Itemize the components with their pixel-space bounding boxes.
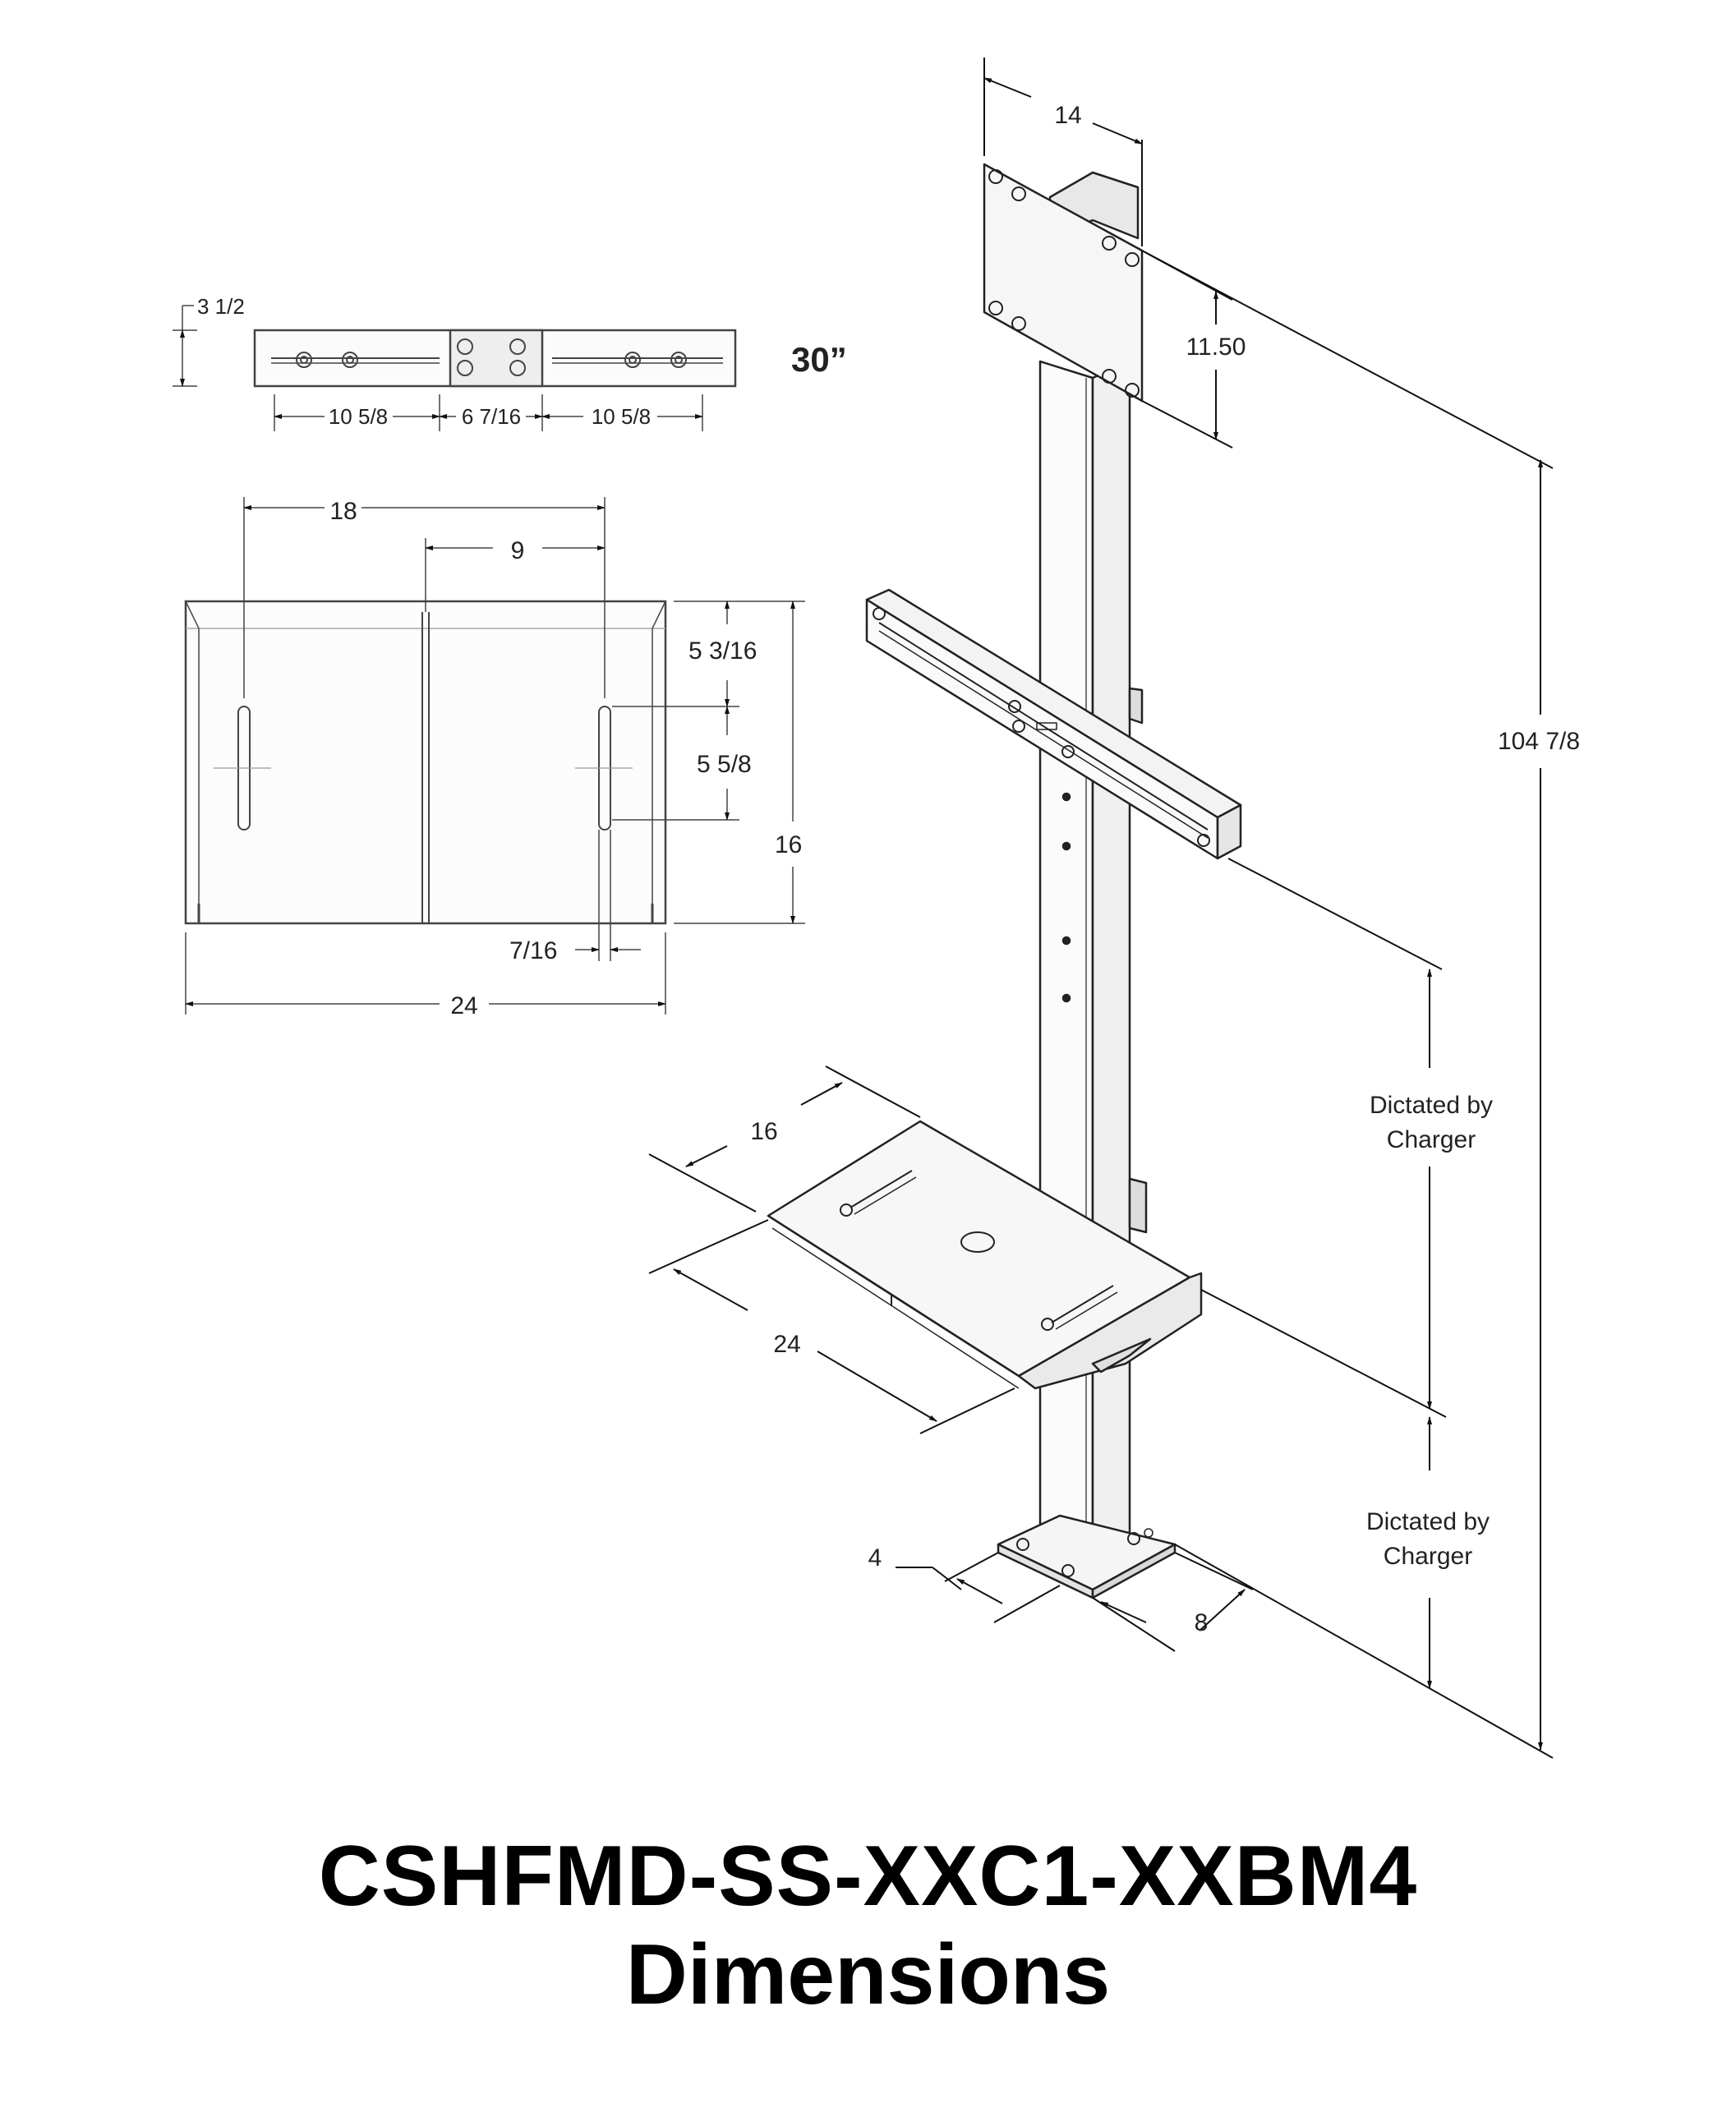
lower-gap-label-line2: Charger — [1384, 1543, 1472, 1570]
shelf-top-to-slot-label: 5 3/16 — [688, 637, 757, 665]
base-large-label: 8 — [1195, 1609, 1209, 1636]
base-plate — [997, 1514, 1177, 1599]
upper-gap-label-line1: Dictated by — [1370, 1092, 1493, 1119]
isometric-assembly — [767, 163, 1242, 1599]
shelf-slot-length-label: 5 5/8 — [697, 751, 752, 778]
shelf-width-label: 24 — [450, 992, 477, 1019]
crossbar-length-label: 30” — [791, 340, 847, 379]
shelf-outline — [184, 600, 667, 925]
crossbar-right-segment-label: 10 5/8 — [592, 404, 651, 429]
shelf-depth-iso-label: 16 — [750, 1118, 777, 1145]
lower-gap-label-line1: Dictated by — [1366, 1508, 1490, 1535]
shelf-depth-label: 16 — [775, 831, 802, 858]
crossbar-bolts — [296, 338, 687, 376]
crossbar-height-label: 3 1/2 — [197, 294, 245, 319]
shelf-center-to-slot-label: 9 — [511, 537, 525, 564]
plate-width-label: 14 — [1054, 102, 1081, 129]
overall-height-label: 104 7/8 — [1498, 728, 1580, 755]
drawing-subtitle: Dimensions — [625, 1927, 1111, 2022]
crossbar-top-view — [173, 305, 737, 431]
shelf-top-view — [184, 497, 805, 1015]
base-small-label: 4 — [868, 1544, 882, 1571]
isometric-dimension-lines — [648, 58, 1554, 1759]
crossbar-center-segment-label: 6 7/16 — [462, 404, 521, 429]
crossbar-left-segment-label: 10 5/8 — [329, 404, 388, 429]
isometric-shelf — [767, 1120, 1203, 1390]
drawing-title: CSHFMD-SS-XXC1-XXBM4 — [318, 1829, 1418, 1924]
plate-height-label: 11.50 — [1186, 334, 1246, 361]
upper-gap-label-line2: Charger — [1387, 1126, 1476, 1153]
shelf-slot-width-label: 7/16 — [509, 937, 557, 964]
isometric-crossbar — [865, 588, 1242, 860]
shelf-width-iso-label: 24 — [773, 1331, 800, 1358]
shelf-slot-spacing-label: 18 — [329, 498, 357, 525]
